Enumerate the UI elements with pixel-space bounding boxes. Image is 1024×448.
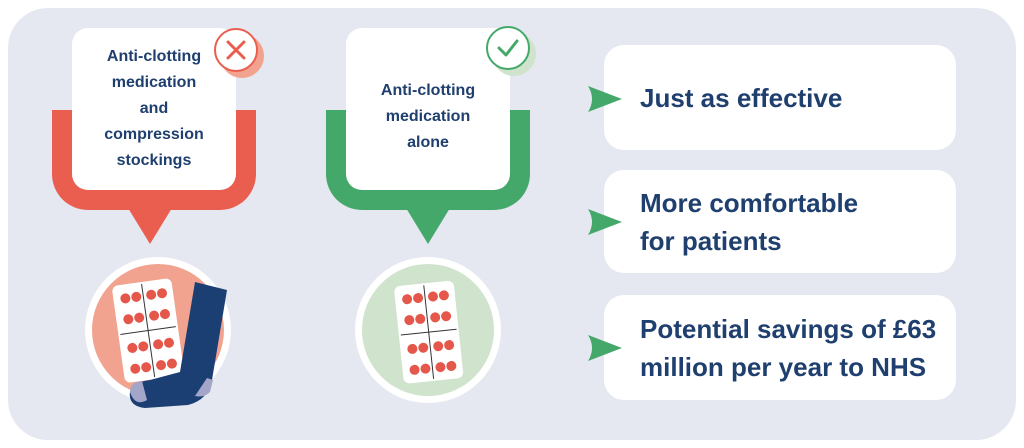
benefit-text: Potential savings of £63 xyxy=(640,313,937,344)
benefit-card-savings: Potential savings of £63 million per year… xyxy=(604,295,956,400)
benefit-text: Just as effective xyxy=(640,82,843,113)
blister-pack-and-sock-icon xyxy=(112,278,227,408)
benefit-text: for patients xyxy=(640,225,782,256)
label-line: Anti-clotting xyxy=(106,48,202,65)
label-line: Anti-clotting xyxy=(380,82,476,99)
label-line: medication xyxy=(111,74,197,91)
arrow-icon xyxy=(588,209,622,235)
benefit-card-comfortable: More comfortable for patients xyxy=(604,170,956,273)
check-icon xyxy=(486,26,530,70)
option-combined-label: Anti-clotting medication and compression sto… xyxy=(72,28,236,190)
label-line: and xyxy=(139,100,169,117)
label-line: medication xyxy=(385,108,471,125)
option-medication-alone-label: Anti-clotting medication alone xyxy=(346,28,510,190)
cross-icon xyxy=(214,28,258,72)
label-line: stockings xyxy=(116,152,192,169)
green-callout-pointer xyxy=(406,208,450,244)
label-line: alone xyxy=(407,134,449,151)
label-line: compression xyxy=(104,126,204,143)
benefit-text: More comfortable xyxy=(640,187,859,218)
blister-pack-icon xyxy=(394,280,464,384)
red-callout-pointer xyxy=(128,208,172,244)
benefit-text: million per year to NHS xyxy=(640,351,927,382)
arrow-icon xyxy=(588,335,622,361)
benefit-card-effective: Just as effective xyxy=(604,45,956,150)
arrow-icon xyxy=(588,86,622,112)
